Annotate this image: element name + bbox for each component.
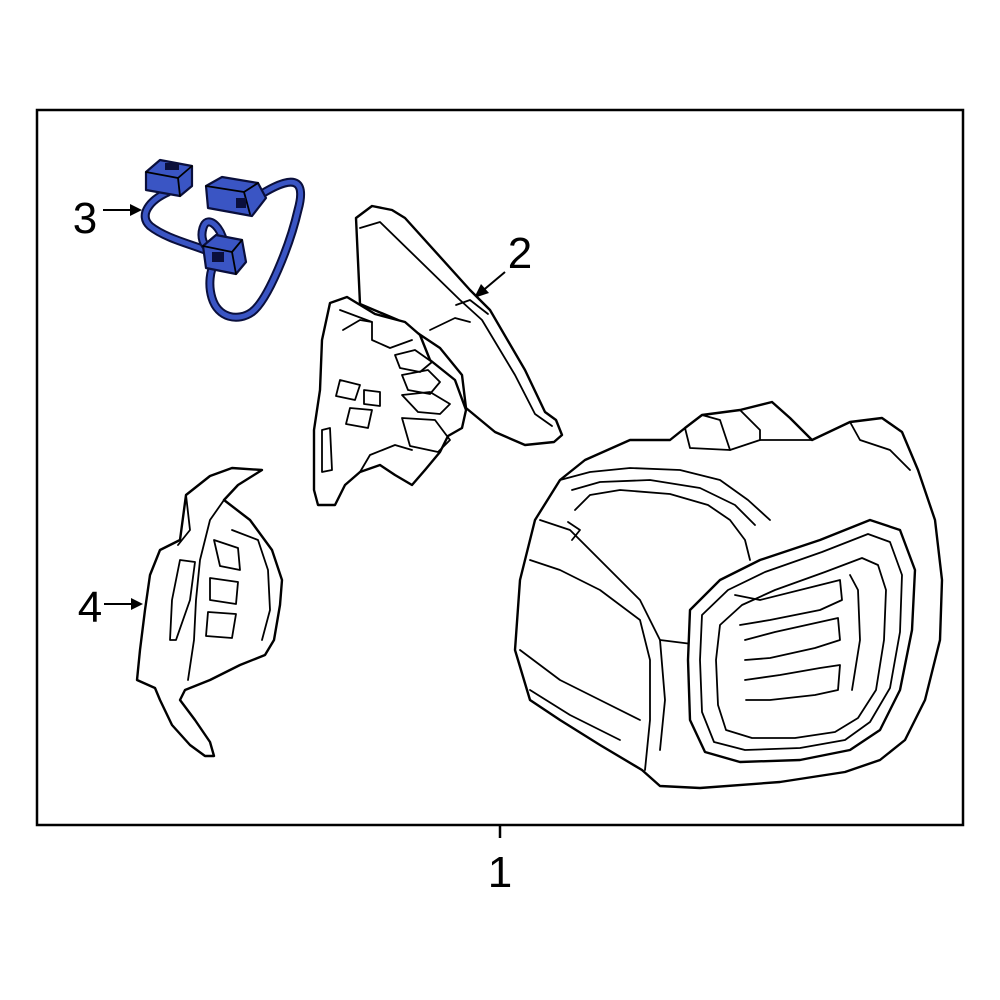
callout-3: 3 <box>73 194 97 243</box>
callout-1: 1 <box>488 848 512 897</box>
callout-3-arrow <box>103 204 142 216</box>
seal <box>135 466 284 758</box>
harness-connector-c <box>201 233 248 276</box>
callout-4: 4 <box>78 583 102 632</box>
wiring-harness <box>140 158 306 322</box>
harness-connector-b <box>204 175 268 218</box>
callout-2-arrow <box>474 271 506 298</box>
housing-bracket <box>312 204 564 507</box>
callout-4-arrow <box>104 598 143 610</box>
callout-2: 2 <box>508 229 532 278</box>
harness-connector-a <box>144 158 194 198</box>
tail-lamp-assembly <box>513 400 944 790</box>
